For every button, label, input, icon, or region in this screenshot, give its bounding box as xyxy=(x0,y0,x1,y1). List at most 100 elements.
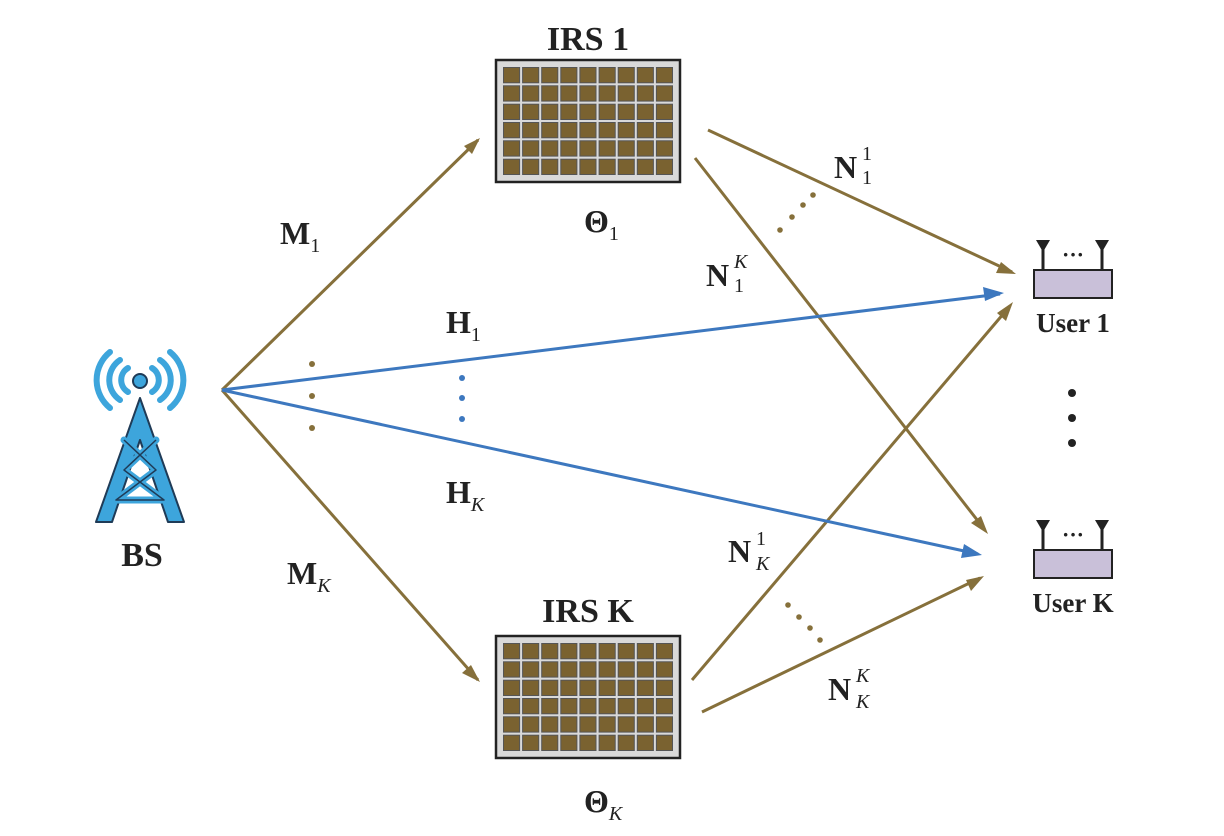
dot xyxy=(459,395,465,401)
link-m-k xyxy=(220,389,480,681)
irs-element xyxy=(617,734,635,752)
irs-element xyxy=(503,698,521,715)
bs-to-irs-links xyxy=(220,138,480,682)
irs-element xyxy=(655,716,674,733)
irs-element xyxy=(579,679,597,697)
irs-element xyxy=(522,103,540,120)
label-n-k-k-sub: K xyxy=(855,691,871,713)
bs-label: BS xyxy=(121,537,163,574)
dot xyxy=(785,602,791,608)
user-1-box xyxy=(1033,269,1113,299)
irs-element xyxy=(636,679,654,697)
label-n-k-1-sup: 1 xyxy=(756,528,766,550)
irs-element xyxy=(598,734,616,752)
irs-element xyxy=(598,158,616,175)
dot xyxy=(309,425,315,431)
dot xyxy=(1068,414,1076,422)
irs-element xyxy=(560,661,578,678)
irs-to-user-links xyxy=(690,128,1016,714)
irs-element xyxy=(560,85,578,102)
user-1-device: ··· xyxy=(1033,240,1113,299)
label-n-1-k-sub: 1 xyxy=(734,275,744,297)
irs-element xyxy=(579,158,597,175)
irs-element xyxy=(617,679,635,697)
irs-element xyxy=(655,679,674,697)
irs-element xyxy=(598,67,616,84)
irs-element xyxy=(655,643,674,660)
irs-element xyxy=(560,698,578,715)
ellipsis-dots xyxy=(309,192,1076,643)
irs-element xyxy=(522,158,540,175)
irs-k-label: IRS K xyxy=(542,593,634,630)
link-n-1-1 xyxy=(707,128,1013,274)
irs-element xyxy=(522,67,540,84)
irs-element xyxy=(522,140,540,157)
irs-element xyxy=(636,85,654,102)
dot xyxy=(810,192,816,198)
irs-element xyxy=(636,643,654,660)
irs-element xyxy=(617,140,635,157)
irs-element xyxy=(617,158,635,175)
irs-element xyxy=(617,67,635,84)
label-n-k-1-base: N xyxy=(728,533,751,569)
irs-element xyxy=(503,140,521,157)
irs-element xyxy=(560,67,578,84)
label-n-1-1-sup: 1 xyxy=(862,143,872,165)
irs-element xyxy=(541,67,559,84)
irs-element xyxy=(541,698,559,715)
link-h-k xyxy=(221,388,979,556)
user-k-box xyxy=(1033,549,1113,579)
arrowhead-n-1-1 xyxy=(996,262,1016,274)
irs-element xyxy=(636,661,654,678)
link-h-1 xyxy=(221,292,1001,392)
irs-element xyxy=(617,122,635,139)
irs-element xyxy=(560,140,578,157)
irs-element xyxy=(598,103,616,120)
irs-element xyxy=(579,85,597,102)
dot xyxy=(1068,389,1076,397)
link-m-1 xyxy=(220,138,480,392)
link-n-k-1 xyxy=(690,305,1012,681)
irs-element xyxy=(655,734,674,752)
irs-element xyxy=(541,140,559,157)
irs-element xyxy=(503,734,521,752)
user-k-antenna-dots: ··· xyxy=(1062,522,1084,547)
arrowhead-h-1 xyxy=(983,287,1004,301)
irs-element xyxy=(598,140,616,157)
direct-links xyxy=(221,287,1004,558)
irs-element xyxy=(503,661,521,678)
label-n-1-k-sup: K xyxy=(733,251,749,273)
irs-element xyxy=(655,67,674,84)
arrowhead-n-1-k xyxy=(971,516,988,534)
irs-element xyxy=(636,67,654,84)
irs-element xyxy=(541,716,559,733)
irs-element xyxy=(617,698,635,715)
irs-element xyxy=(636,158,654,175)
dot xyxy=(800,202,806,208)
irs-element xyxy=(636,698,654,715)
irs-element xyxy=(503,643,521,660)
phase-theta-1: Θ1 xyxy=(584,203,619,245)
irs-element xyxy=(598,698,616,715)
irs-element xyxy=(579,698,597,715)
irs-element xyxy=(655,158,674,175)
irs-element xyxy=(598,122,616,139)
dot xyxy=(309,361,315,367)
irs-element xyxy=(617,85,635,102)
dot xyxy=(459,416,465,422)
irs-element xyxy=(617,716,635,733)
irs-element xyxy=(579,643,597,660)
irs-element xyxy=(503,716,521,733)
bs-tower-icon xyxy=(93,349,187,523)
irs-element xyxy=(655,698,674,715)
irs-element xyxy=(579,122,597,139)
label-n-1-1-base: N xyxy=(834,149,857,185)
irs-element xyxy=(579,103,597,120)
irs-element xyxy=(655,85,674,102)
irs-element xyxy=(636,103,654,120)
irs-element xyxy=(560,679,578,697)
irs-element xyxy=(579,734,597,752)
irs-element xyxy=(503,85,521,102)
irs-element xyxy=(655,122,674,139)
irs-element xyxy=(503,122,521,139)
